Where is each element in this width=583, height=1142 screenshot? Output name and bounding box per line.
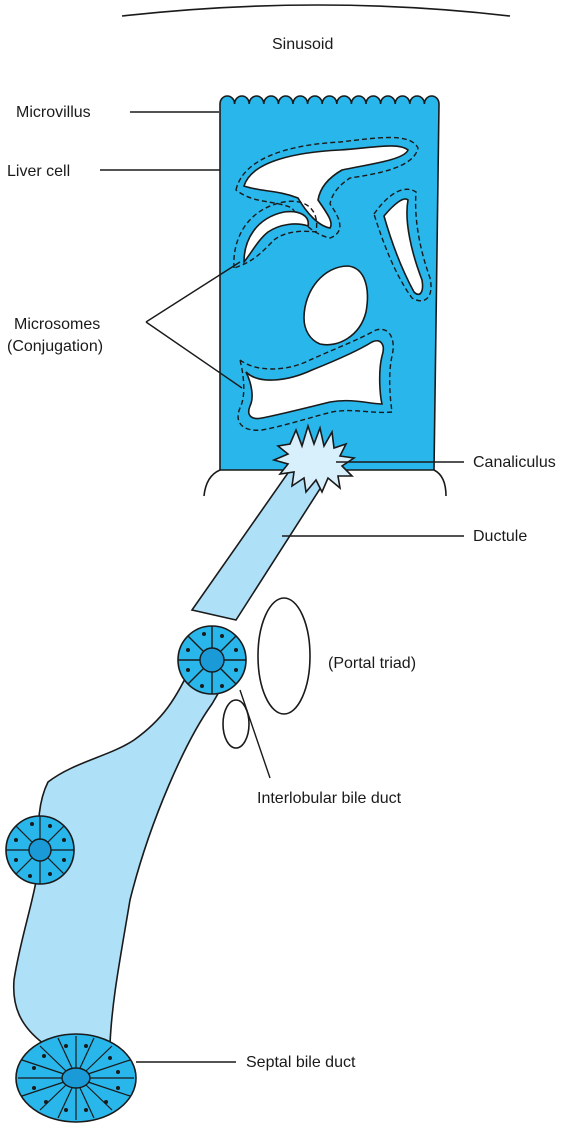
duct-cross-section-middle <box>6 816 74 884</box>
septal-bile-duct-label: Septal bile duct <box>246 1054 356 1071</box>
sinusoid-boundary <box>122 5 510 16</box>
microsomes-sublabel: (Conjugation) <box>7 338 103 355</box>
interlobular-bile-duct-label: Interlobular bile duct <box>257 790 402 807</box>
interlobular-bile-duct-leader <box>240 690 270 778</box>
interlobular-bile-duct <box>178 626 246 694</box>
sinusoid-label: Sinusoid <box>272 36 333 53</box>
microsomes-label: Microsomes <box>14 316 100 333</box>
portal-triad-label: (Portal triad) <box>328 655 416 672</box>
liver-cell-label: Liver cell <box>7 163 70 180</box>
septal-bile-duct <box>16 1034 136 1122</box>
microvillus-label: Microvillus <box>16 104 91 121</box>
ductule-label: Ductule <box>473 528 527 545</box>
portal-triad-large-vessel <box>258 598 310 714</box>
adjacent-cell-left <box>204 470 220 496</box>
ductule <box>192 470 332 620</box>
canaliculus-label: Canaliculus <box>473 454 556 471</box>
portal-triad-small-vessel <box>223 700 249 748</box>
adjacent-cell-right <box>434 470 446 496</box>
